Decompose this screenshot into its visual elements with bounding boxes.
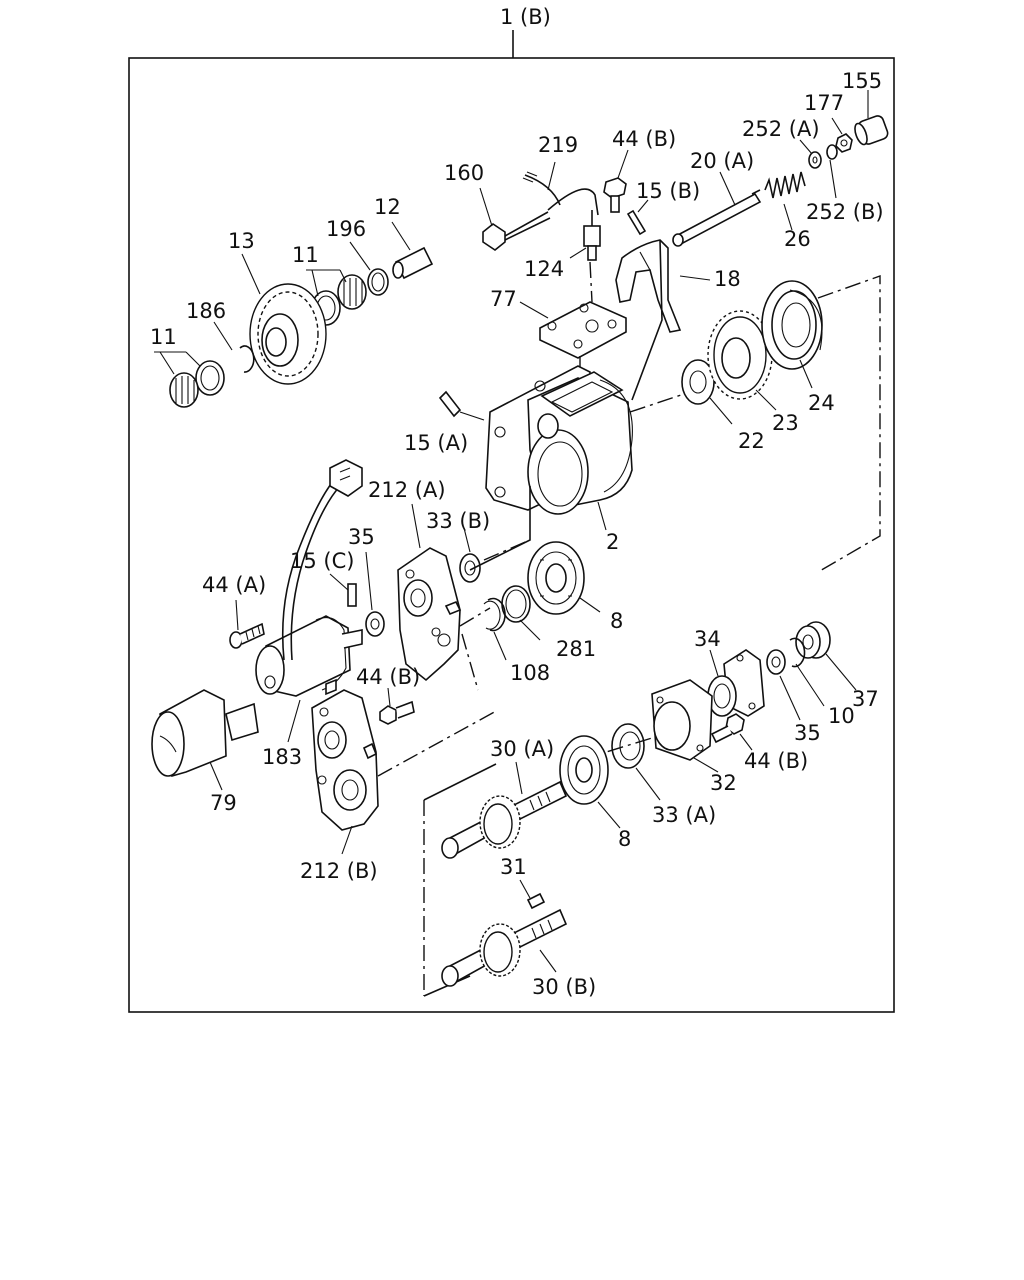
label-196: 196	[326, 217, 366, 241]
label-186: 186	[186, 299, 226, 323]
assembly-label: 1 (B)	[500, 5, 551, 29]
label-15b: 15 (B)	[636, 179, 700, 203]
label-2: 2	[606, 530, 619, 554]
diagram-frame	[128, 57, 895, 1013]
part-44b-right-bolt	[710, 713, 745, 744]
label-212a: 212 (A)	[368, 478, 446, 502]
part-30b-shaft	[441, 908, 568, 987]
part-155-cap	[854, 115, 889, 146]
part-196-snap-ring	[367, 268, 389, 296]
label-11-lower: 11	[150, 325, 177, 349]
label-35-right: 35	[794, 721, 821, 745]
part-44b-mid-bolt	[379, 700, 415, 725]
part-160-connector	[482, 211, 551, 251]
part-11-lower-bearing	[169, 360, 225, 408]
part-108-snap-ring	[483, 597, 506, 632]
part-8-lower-bearing	[559, 735, 609, 805]
part-13-gear	[249, 283, 327, 385]
label-10: 10	[828, 704, 855, 728]
part-15a-pin	[438, 390, 462, 418]
label-15c: 15 (C)	[290, 549, 354, 573]
part-79-cap	[151, 689, 259, 778]
label-33b: 33 (B)	[426, 509, 490, 533]
part-183-harness	[281, 459, 363, 661]
part-37-nut	[795, 621, 831, 659]
part-15b-pin	[626, 209, 647, 236]
label-30b: 30 (B)	[532, 975, 596, 999]
part-35-left-washer	[365, 611, 385, 637]
part-32-plate	[651, 679, 713, 761]
part-33b-seal	[459, 553, 481, 583]
label-124: 124	[524, 257, 564, 281]
label-44a: 44 (A)	[202, 573, 266, 597]
label-252b: 252 (B)	[806, 200, 884, 224]
label-8-upper: 8	[610, 609, 623, 633]
label-33a: 33 (A)	[652, 803, 716, 827]
part-252b-washer	[826, 144, 838, 160]
part-219-harness	[522, 171, 599, 216]
label-252a: 252 (A)	[742, 117, 820, 141]
label-22: 22	[738, 429, 765, 453]
label-160: 160	[444, 161, 484, 185]
label-8-lower: 8	[618, 827, 631, 851]
label-34: 34	[694, 627, 721, 651]
label-37: 37	[852, 687, 879, 711]
label-15a: 15 (A)	[404, 431, 468, 455]
part-34-holder	[707, 649, 765, 717]
part-24-sleeve	[761, 280, 823, 370]
label-44b-mid: 44 (B)	[356, 665, 420, 689]
label-183: 183	[262, 745, 302, 769]
part-15c-pin	[347, 583, 357, 607]
label-155: 155	[842, 69, 882, 93]
part-77-cover	[539, 301, 627, 359]
part-212b-bracket	[311, 689, 379, 831]
part-44a-bolt	[229, 622, 265, 649]
part-35-right-washer	[766, 649, 786, 675]
label-212b: 212 (B)	[300, 859, 378, 883]
part-20a-shaft	[672, 189, 762, 247]
label-108: 108	[510, 661, 550, 685]
label-32: 32	[710, 771, 737, 795]
label-77: 77	[490, 287, 517, 311]
part-44b-top-bolt	[603, 177, 627, 213]
part-30a-shaft	[441, 780, 568, 859]
part-177-nut	[835, 133, 853, 153]
label-31: 31	[500, 855, 527, 879]
label-79: 79	[210, 791, 237, 815]
part-281-oring	[501, 585, 531, 623]
label-44b-right: 44 (B)	[744, 749, 808, 773]
part-31-key	[526, 892, 546, 910]
part-22-washer	[681, 359, 715, 405]
part-8-upper-bearing	[527, 541, 585, 615]
part-183-motor	[255, 615, 363, 697]
label-44b-top: 44 (B)	[612, 127, 676, 151]
label-20a: 20 (A)	[690, 149, 754, 173]
label-30a: 30 (A)	[490, 737, 554, 761]
part-212a-bracket	[397, 547, 462, 682]
part-124-sensor	[583, 210, 601, 261]
part-252a-washer	[808, 151, 822, 169]
part-12-pin	[392, 246, 434, 280]
part-33a-seal	[611, 723, 645, 769]
part-26-spring	[764, 171, 806, 199]
label-23: 23	[772, 411, 799, 435]
label-219: 219	[538, 133, 578, 157]
part-186-clip	[239, 345, 255, 373]
part-2-housing	[485, 365, 633, 515]
label-18: 18	[714, 267, 741, 291]
label-13: 13	[228, 229, 255, 253]
label-177: 177	[804, 91, 844, 115]
label-24: 24	[808, 391, 835, 415]
label-11-upper: 11	[292, 243, 319, 267]
label-281: 281	[556, 637, 596, 661]
label-35-left: 35	[348, 525, 375, 549]
label-12: 12	[374, 195, 401, 219]
label-26: 26	[784, 227, 811, 251]
part-18-shift-fork	[615, 239, 682, 333]
